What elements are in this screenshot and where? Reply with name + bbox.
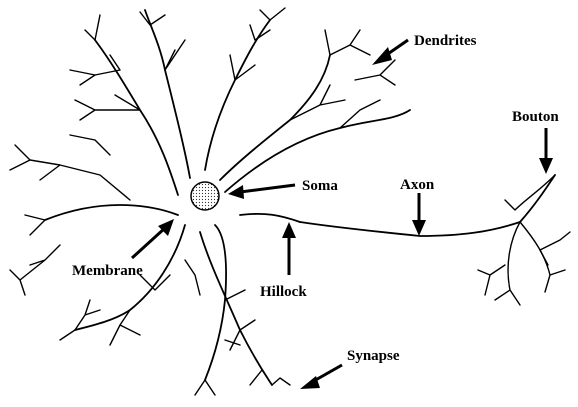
label-membrane: Membrane bbox=[72, 263, 143, 279]
soma-nucleus bbox=[191, 182, 219, 210]
membrane-arrow bbox=[132, 219, 174, 258]
cell-body-outline bbox=[45, 10, 555, 385]
axon-arrow bbox=[412, 193, 426, 236]
label-synapse: Synapse bbox=[347, 348, 400, 364]
label-axon: Axon bbox=[400, 177, 435, 193]
bouton-terminal bbox=[478, 175, 570, 305]
label-hillock: Hillock bbox=[260, 284, 307, 300]
label-soma: Soma bbox=[302, 178, 338, 194]
dendrites-arrow bbox=[372, 40, 408, 65]
synapse-arrow bbox=[300, 365, 342, 389]
label-dendrites: Dendrites bbox=[414, 33, 477, 49]
hillock-arrow bbox=[282, 222, 296, 275]
bouton-arrow bbox=[539, 128, 553, 174]
soma-arrow bbox=[228, 185, 295, 199]
label-bouton: Bouton bbox=[512, 109, 559, 125]
